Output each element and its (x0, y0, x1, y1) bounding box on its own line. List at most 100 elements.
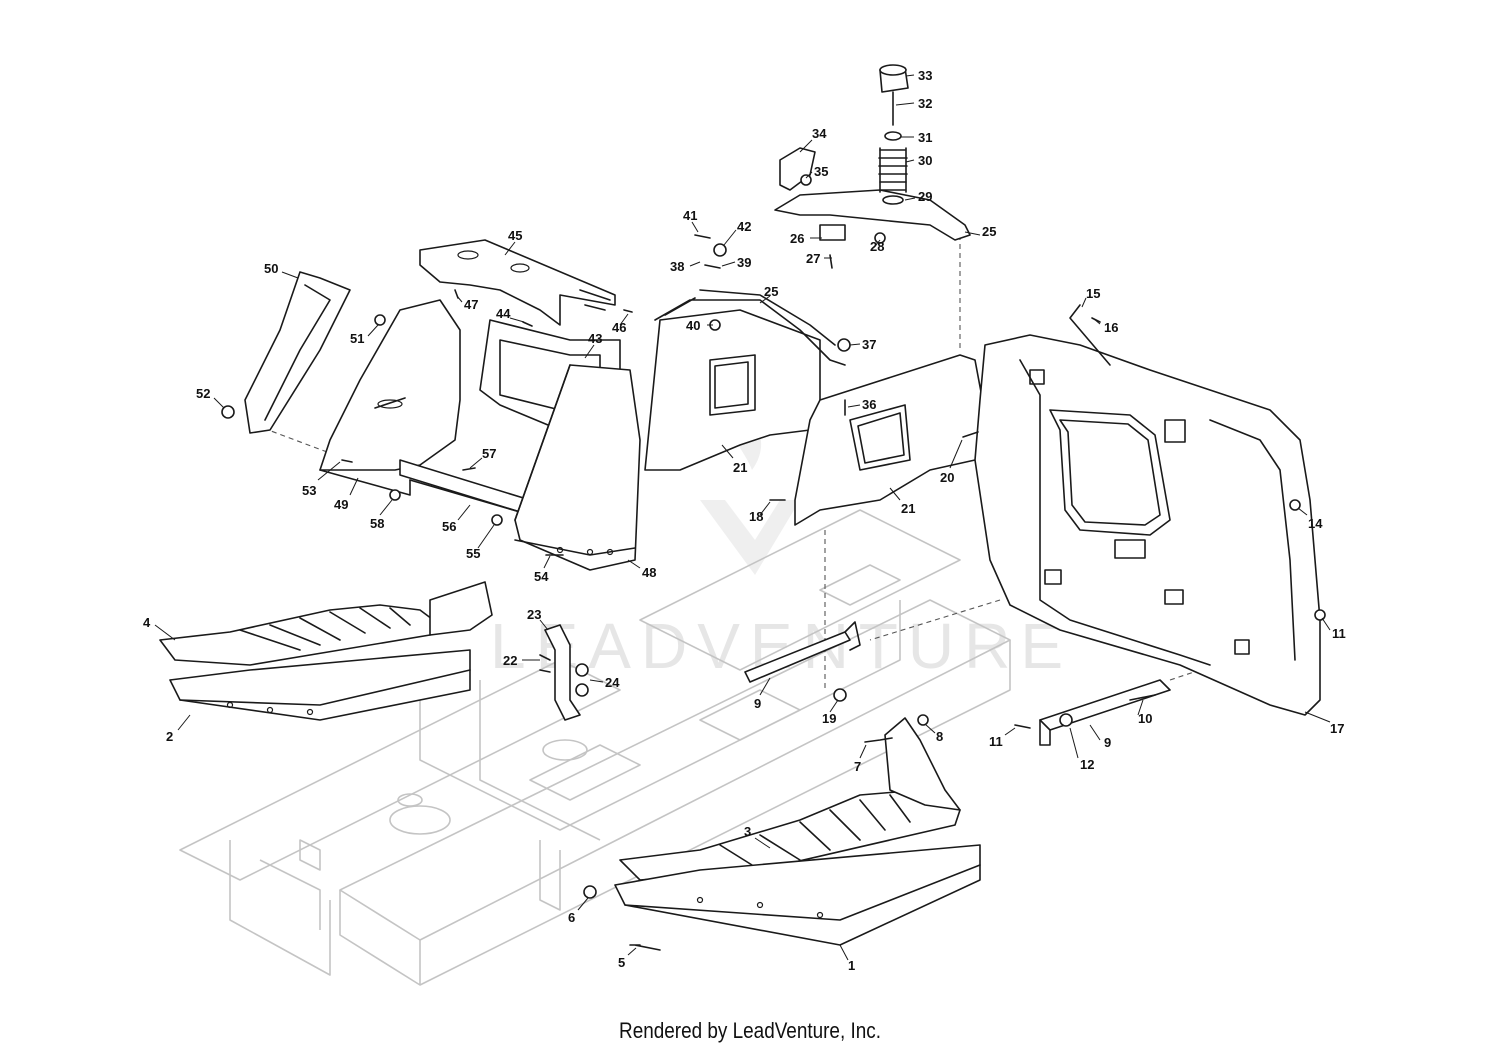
svg-text:45: 45 (508, 228, 522, 243)
callout-54: 54 (534, 555, 551, 584)
svg-text:16: 16 (1104, 320, 1118, 335)
callout-17: 17 (1304, 711, 1344, 736)
callout-19: 19 (822, 699, 839, 726)
callout-30: 30 (905, 153, 932, 168)
svg-text:35: 35 (814, 164, 828, 179)
callout-58: 58 (370, 499, 393, 531)
svg-text:11: 11 (989, 734, 1003, 749)
svg-text:37: 37 (862, 337, 876, 352)
svg-text:23: 23 (527, 607, 541, 622)
callout-56: 56 (442, 504, 471, 534)
svg-text:39: 39 (737, 255, 751, 270)
callout-25a: 25 (759, 284, 778, 304)
part-23-bracket (544, 624, 581, 721)
svg-text:42: 42 (737, 219, 751, 234)
svg-text:52: 52 (196, 386, 210, 401)
tractor-frame (179, 509, 1011, 986)
svg-text:38: 38 (670, 259, 684, 274)
part-45-bracket (419, 239, 616, 326)
callout-12: 12 (1069, 727, 1094, 772)
callout-9a: 9 (754, 677, 771, 711)
callout-57: 57 (469, 446, 496, 469)
svg-text:9: 9 (1104, 735, 1111, 750)
svg-text:51: 51 (350, 331, 364, 346)
callouts: 1 2 3 4 5 6 7 8 9 9 10 11 11 12 14 15 16… (143, 68, 1346, 973)
callout-42: 42 (723, 219, 751, 246)
part-21-panel-left (644, 309, 821, 471)
svg-text:1: 1 (848, 958, 855, 973)
svg-text:40: 40 (686, 318, 700, 333)
svg-text:4: 4 (143, 615, 151, 630)
svg-text:30: 30 (918, 153, 932, 168)
footer-credit: Rendered by LeadVenture, Inc. (619, 1018, 881, 1043)
callout-49: 49 (334, 477, 359, 512)
part-25-seat-rail (774, 189, 971, 241)
callout-45: 45 (504, 228, 522, 256)
svg-text:55: 55 (466, 546, 480, 561)
callout-47: 47 (456, 295, 478, 312)
callout-11a: 11 (989, 727, 1016, 749)
part-17-side-panel (974, 334, 1321, 716)
part-49-left-tower (319, 299, 461, 496)
svg-text:29: 29 (918, 189, 932, 204)
svg-text:9: 9 (754, 696, 761, 711)
fasteners (221, 174, 1326, 951)
part-4-footrest-left (159, 581, 493, 666)
callout-26: 26 (790, 231, 822, 246)
svg-text:14: 14 (1308, 516, 1323, 531)
svg-text:56: 56 (442, 519, 456, 534)
svg-text:10: 10 (1138, 711, 1152, 726)
callout-5: 5 (618, 947, 637, 970)
svg-text:47: 47 (464, 297, 478, 312)
callout-18: 18 (749, 501, 771, 524)
callout-16: 16 (1093, 318, 1118, 335)
svg-text:50: 50 (264, 261, 278, 276)
svg-text:41: 41 (683, 208, 697, 223)
svg-text:7: 7 (854, 759, 861, 774)
part-25-upper-rail (654, 289, 846, 366)
svg-text:43: 43 (588, 331, 602, 346)
part-9-link-center (744, 621, 861, 683)
callout-44: 44 (496, 306, 525, 323)
svg-text:34: 34 (812, 126, 827, 141)
svg-text:25: 25 (764, 284, 778, 299)
callout-48: 48 (627, 559, 656, 580)
callout-51: 51 (350, 324, 379, 346)
svg-text:49: 49 (334, 497, 348, 512)
callout-27: 27 (806, 251, 832, 266)
callout-28: 28 (870, 239, 884, 254)
svg-text:53: 53 (302, 483, 316, 498)
svg-text:21: 21 (733, 460, 747, 475)
part-1-rail-right (614, 844, 981, 946)
svg-text:31: 31 (918, 130, 932, 145)
svg-text:26: 26 (790, 231, 804, 246)
callout-4: 4 (143, 615, 176, 641)
svg-text:20: 20 (940, 470, 954, 485)
callout-21b: 21 (889, 487, 915, 516)
callout-22: 22 (503, 653, 540, 668)
callout-8: 8 (924, 723, 943, 744)
callout-25b: 25 (964, 224, 996, 239)
callout-24: 24 (589, 675, 620, 690)
svg-text:15: 15 (1086, 286, 1100, 301)
svg-text:21: 21 (901, 501, 915, 516)
svg-text:2: 2 (166, 729, 173, 744)
callout-21a: 21 (721, 444, 747, 475)
callout-7: 7 (854, 744, 867, 774)
svg-text:36: 36 (862, 397, 876, 412)
part-9-link-right (1039, 679, 1171, 746)
svg-text:24: 24 (605, 675, 620, 690)
svg-text:18: 18 (749, 509, 763, 524)
part-56-rail (399, 459, 531, 516)
callout-35: 35 (805, 164, 828, 179)
callout-39: 39 (721, 255, 751, 270)
svg-text:58: 58 (370, 516, 384, 531)
svg-text:5: 5 (618, 955, 625, 970)
callout-9b: 9 (1089, 724, 1111, 750)
part-48-housing (514, 364, 641, 571)
svg-text:25: 25 (982, 224, 996, 239)
part-21-panel-right (794, 354, 991, 526)
svg-text:6: 6 (568, 910, 575, 925)
callout-32: 32 (895, 96, 932, 111)
